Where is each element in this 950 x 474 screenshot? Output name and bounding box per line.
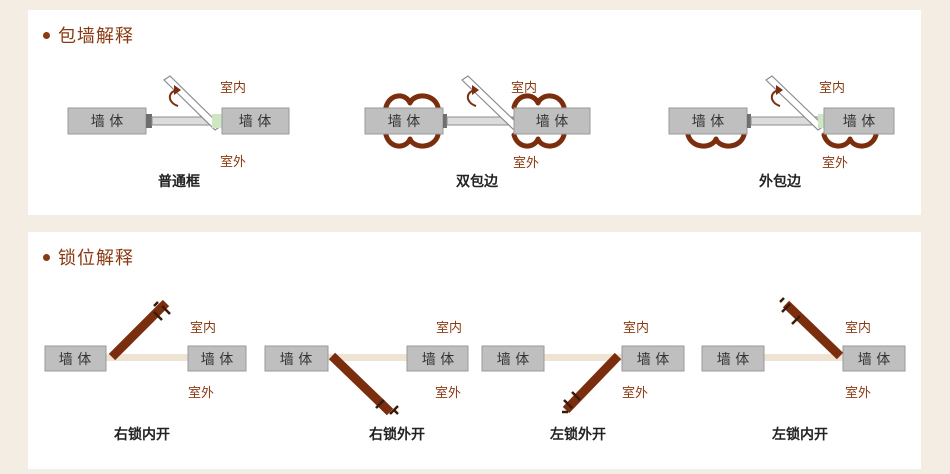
inner-label: 室内: [436, 320, 462, 336]
caption-outer-trim: 外包边: [759, 173, 802, 190]
door-leaf: [782, 300, 844, 360]
wall-left: 墙 体: [481, 345, 545, 372]
wall-right-label: 墙 体: [536, 114, 568, 130]
wall-wrap-panel: 包墙解释 墙 体 墙 体 室内 室外 普通框 墙 体: [28, 10, 921, 215]
bullet-icon: [43, 253, 50, 261]
wall-left-label: 墙 体: [388, 114, 420, 130]
wall-right-label: 墙 体: [637, 352, 669, 368]
wall-right-label: 墙 体: [422, 352, 454, 368]
caption-left-lock-outward: 左锁外开: [549, 426, 606, 443]
wall-right-label: 墙 体: [858, 352, 890, 368]
wall-left-label: 墙 体: [59, 352, 91, 368]
diagram-double-trim: 墙 体 墙 体 室内 室外 双包边: [364, 75, 591, 190]
diagram-right-lock-outward: 墙 体 墙 体 室内 室外 右锁外开: [264, 320, 469, 443]
door-track: [106, 354, 188, 361]
wall-wrap-section-title: 包墙解释: [43, 22, 134, 48]
swing-arrowhead-icon: [472, 85, 479, 95]
lock-position-section-title: 锁位解释: [43, 244, 134, 270]
wall-wrap-title-text: 包墙解释: [58, 26, 134, 47]
wall-left-label: 墙 体: [497, 352, 529, 368]
lock-position-panel: 锁位解释 墙 体 墙 体 室内 室外 右锁内开 墙 体 墙 体 室内 室外: [28, 232, 921, 469]
wall-left-label: 墙 体: [91, 114, 123, 130]
door-track: [544, 354, 622, 361]
caption-right-lock-outward: 右锁外开: [368, 426, 425, 443]
diagram-left-lock-outward: 墙 体 墙 体 室内 室外 左锁外开: [481, 320, 685, 443]
green-seal: [818, 114, 828, 128]
lock-handle-icon: [153, 301, 171, 321]
wall-right: 墙 体: [513, 107, 591, 135]
door-track: [328, 354, 407, 361]
trim-left-bottom: [685, 132, 747, 149]
frame-left-stub: [146, 114, 152, 128]
outer-label: 室外: [845, 385, 871, 401]
diagram-standard-frame: 墙 体 墙 体 室内 室外 普通框: [67, 75, 290, 190]
wall-left: 墙 体: [44, 345, 107, 372]
wall-right-label: 墙 体: [201, 352, 233, 368]
lock-handle-icon: [375, 399, 399, 415]
trim-left-bottom: [383, 132, 441, 149]
trim-left-top: [383, 93, 441, 110]
wall-left: 墙 体: [67, 107, 147, 135]
trim-right-bottom: [821, 132, 879, 149]
inner-label: 室内: [623, 320, 649, 336]
frame-left-stub: [747, 114, 751, 128]
frame-left-stub: [443, 114, 447, 128]
bullet-icon: [43, 31, 50, 39]
door-leaf: [108, 299, 170, 361]
outer-label: 室外: [822, 155, 848, 171]
wall-left: 墙 体: [701, 345, 765, 372]
outer-label: 室外: [435, 385, 461, 401]
outer-label: 室外: [188, 385, 214, 401]
inner-label: 室内: [220, 80, 246, 96]
wall-right: 墙 体: [823, 107, 895, 135]
wall-left: 墙 体: [264, 345, 329, 372]
outer-label: 室外: [220, 154, 246, 170]
trim-right-top: [511, 93, 567, 110]
inner-label: 室内: [819, 80, 845, 96]
inner-label: 室内: [190, 320, 216, 336]
wall-left: 墙 体: [364, 107, 444, 135]
wall-left: 墙 体: [668, 107, 748, 135]
wall-left-label: 墙 体: [692, 114, 724, 130]
green-seal: [212, 114, 222, 128]
diagram-right-lock-inward: 墙 体 墙 体 室内 室外 右锁内开: [44, 299, 247, 443]
wall-right: 墙 体: [842, 345, 906, 372]
caption-standard-frame: 普通框: [158, 173, 200, 190]
door-leaf: [562, 352, 622, 414]
outer-label: 室外: [513, 155, 539, 171]
diagram-outer-trim: 墙 体 墙 体 室内 室外 外包边: [668, 75, 895, 190]
wall-right-label: 墙 体: [239, 114, 271, 130]
swing-arrowhead-icon: [776, 85, 783, 95]
trim-right-bottom: [511, 132, 567, 149]
wall-right: 墙 体: [187, 345, 247, 372]
lock-handle-icon: [779, 297, 801, 325]
wall-left-label: 墙 体: [280, 352, 312, 368]
wall-right: 墙 体: [406, 345, 469, 372]
inner-label: 室内: [845, 320, 871, 336]
lock-handle-icon: [562, 391, 581, 414]
inner-label: 室内: [511, 80, 537, 96]
lock-position-title-text: 锁位解释: [58, 248, 134, 269]
outer-label: 室外: [622, 385, 648, 401]
wall-right-label: 墙 体: [843, 114, 875, 130]
door-track: [764, 354, 843, 361]
wall-right: 墙 体: [621, 345, 685, 372]
diagram-left-lock-inward: 墙 体 墙 体 室内 室外 左锁内开: [701, 297, 906, 443]
caption-double-trim: 双包边: [456, 173, 499, 190]
swing-arrowhead-icon: [174, 85, 181, 95]
caption-left-lock-inward: 左锁内开: [771, 426, 828, 443]
wall-left-label: 墙 体: [717, 352, 749, 368]
caption-right-lock-inward: 右锁内开: [113, 426, 170, 443]
wall-right: 墙 体: [221, 107, 290, 135]
